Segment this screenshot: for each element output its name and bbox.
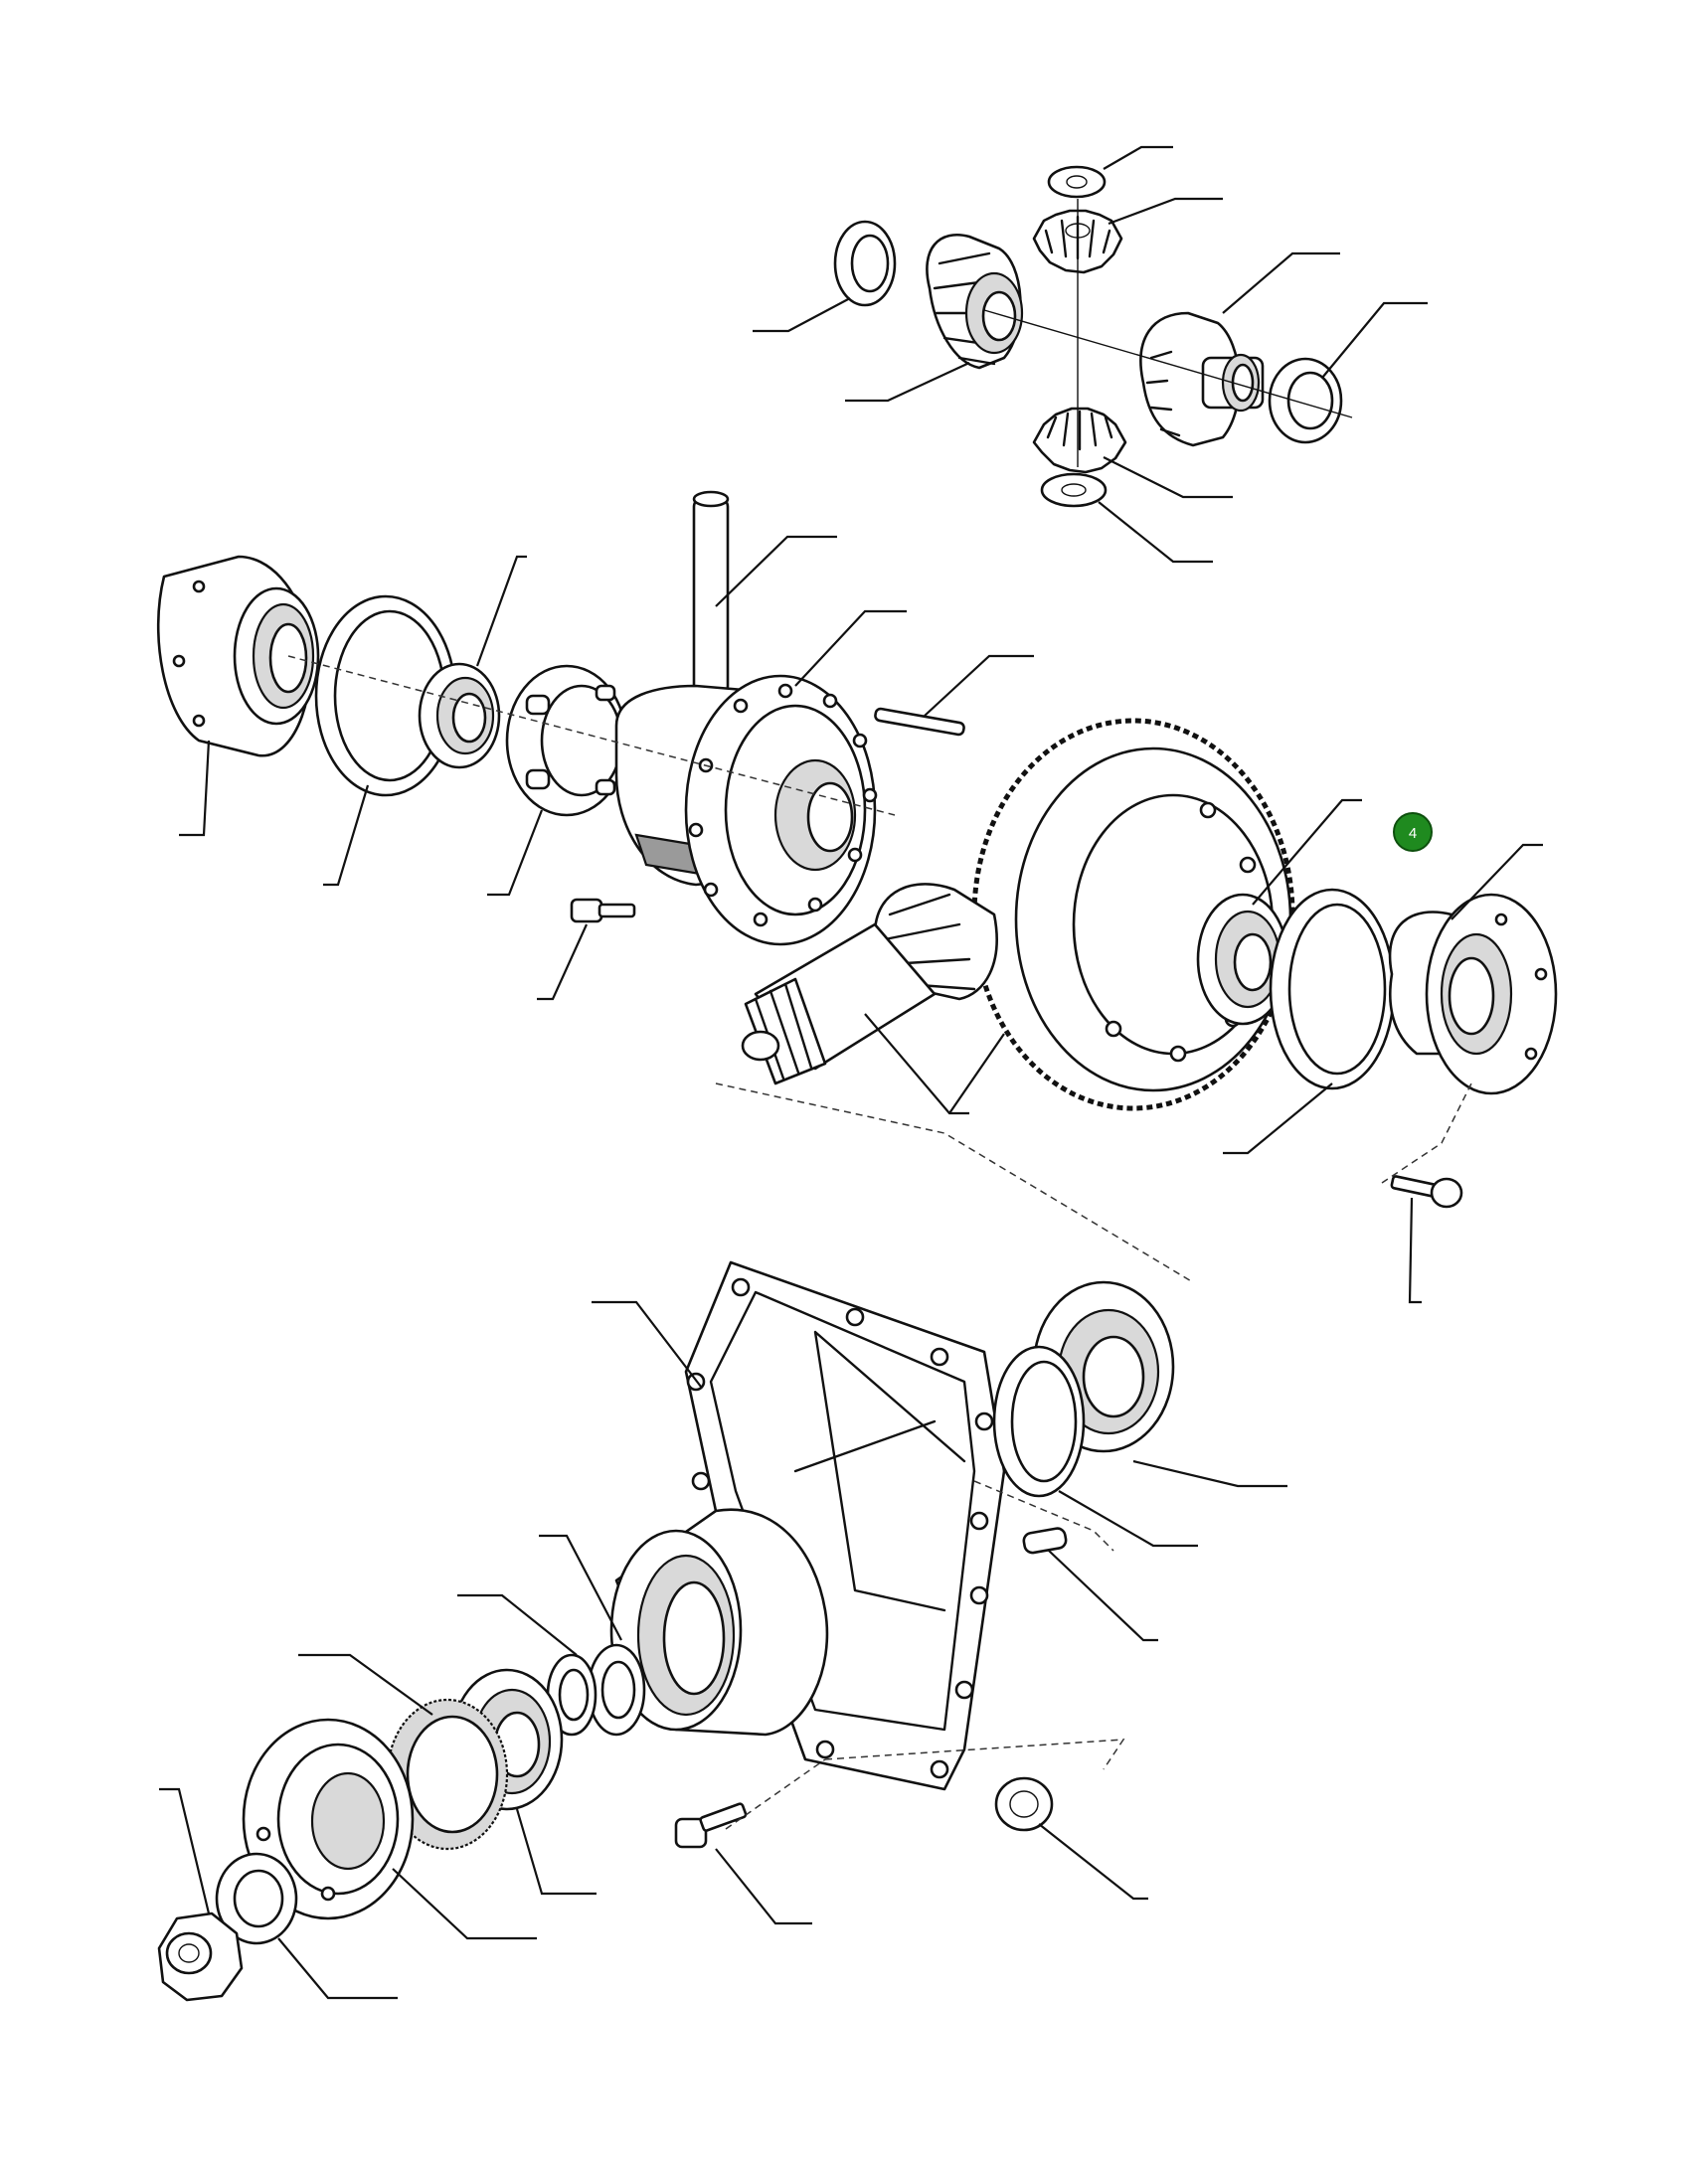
flange-nut: [157, 1911, 244, 2002]
callout-badge[interactable]: 4: [1393, 812, 1433, 852]
housing-shim-right: [992, 1345, 1086, 1498]
side-gear-left: [926, 234, 1024, 370]
cover-bolt-holes: [686, 1277, 994, 1779]
transmission-housing-assembly: [157, 1260, 1287, 2002]
bearing-flange-left: [156, 555, 320, 757]
planet-pinion-bottom: [1032, 407, 1127, 474]
output-shaft-spacer: [587, 1643, 646, 1737]
thrust-washer-bottom: [1040, 472, 1108, 508]
oil-seal: [546, 1653, 598, 1737]
roll-pin: [874, 707, 965, 737]
bolt-right: [1390, 1175, 1463, 1209]
side-gear-right: [1139, 311, 1265, 447]
knurled-seal: [386, 1698, 509, 1851]
shim-left: [314, 594, 457, 797]
differential-gear-set: [753, 145, 1428, 564]
differential-carrier-assembly: [156, 490, 1558, 1304]
cross-pin: [692, 490, 730, 698]
spider-ring: [505, 664, 628, 817]
housing-cover-plate: [684, 1260, 1006, 1791]
bearing-flange-right: [1388, 893, 1558, 1095]
tapered-roller-bearing-left: [418, 662, 501, 769]
drive-pinion-shaft: [741, 883, 998, 1085]
thrust-washer-top: [1047, 165, 1107, 199]
housing-bolt: [674, 1802, 748, 1849]
drain-plug: [994, 1776, 1054, 1832]
case-bolt-holes: [688, 683, 878, 927]
washer-output: [215, 1852, 298, 1945]
dowel-pin: [1022, 1527, 1068, 1555]
shim-right: [1269, 888, 1396, 1090]
callout-badge-circle[interactable]: [1393, 812, 1433, 852]
differential-case: [614, 674, 878, 946]
callout-label: 4: [1409, 825, 1417, 842]
bolt-small: [570, 898, 636, 923]
thrust-washer-left: [833, 220, 897, 307]
thrust-washer-right: [1268, 357, 1343, 444]
